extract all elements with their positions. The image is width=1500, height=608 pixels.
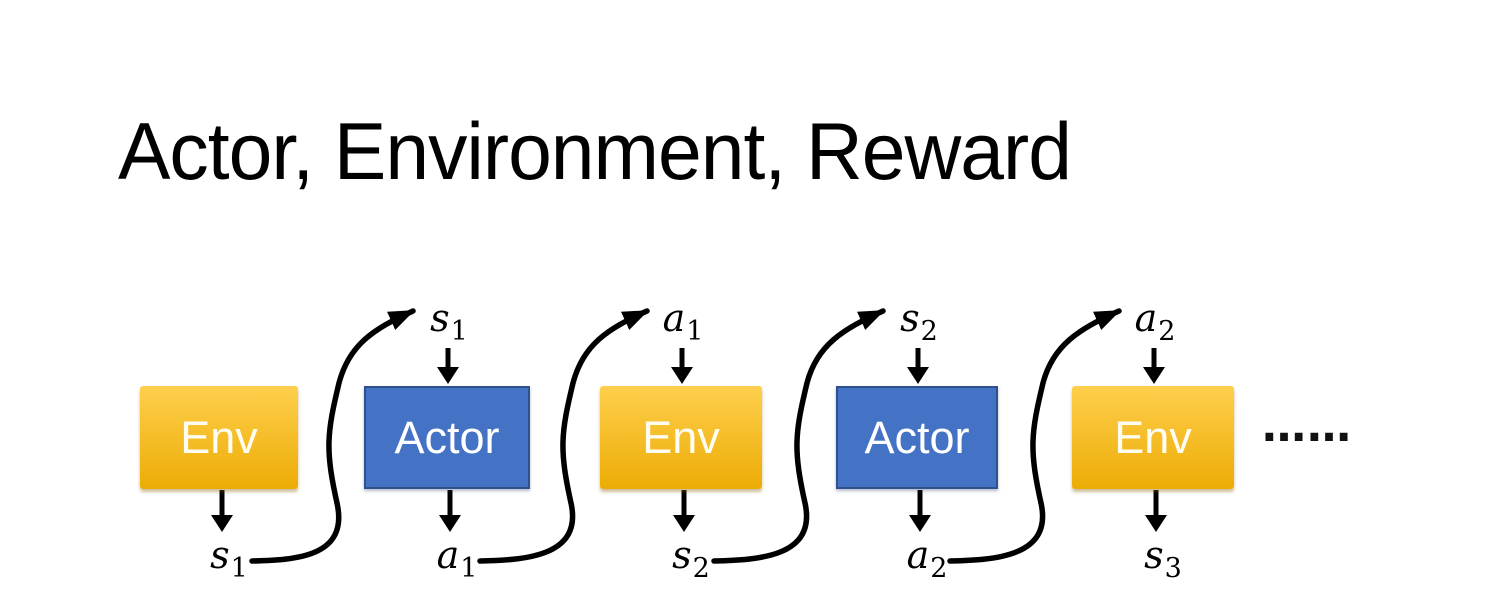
bottom-label-s3-sub: 3	[1164, 553, 1182, 584]
top-label-a2: a2	[1135, 299, 1176, 345]
top-label-s1: s1	[430, 299, 468, 345]
top-label-s2: s2	[900, 299, 938, 345]
bottom-label-a1: a1	[437, 536, 478, 582]
bottom-label-a1-sub: 1	[460, 553, 478, 584]
bottom-label-a2-sub: 2	[930, 553, 948, 584]
bottom-label-a2: a2	[907, 536, 948, 582]
top-down-arrow-3-head	[907, 367, 929, 384]
top-label-a1: a1	[663, 299, 704, 345]
bottom-label-s2-sub: 2	[692, 553, 710, 584]
bottom-down-arrow-2-head	[439, 515, 461, 532]
bottom-label-s2: s2	[672, 536, 710, 582]
top-label-a2-base: a	[1134, 296, 1158, 340]
bottom-label-a2-base: a	[906, 533, 930, 577]
env-box-2-label: Env	[642, 412, 720, 463]
bottom-label-s1-base: s	[210, 533, 230, 577]
env-box-1: Env	[140, 386, 298, 489]
top-label-s1-sub: 1	[450, 316, 468, 347]
top-down-arrow-2-head	[671, 367, 693, 384]
actor-box-2: Actor	[836, 386, 998, 489]
actor-box-1: Actor	[364, 386, 530, 489]
env-box-3-label: Env	[1114, 412, 1192, 463]
bottom-label-s1-sub: 1	[230, 553, 248, 584]
actor-box-1-label: Actor	[394, 412, 500, 463]
top-label-a2-sub: 2	[1158, 316, 1176, 347]
top-label-a1-base: a	[662, 296, 686, 340]
bottom-label-s3-base: s	[1144, 533, 1164, 577]
slide-title: Actor, Environment, Reward	[118, 107, 1072, 197]
continuation-ellipsis: ……	[1262, 401, 1352, 452]
bottom-down-arrow-3-head	[673, 515, 695, 532]
top-down-arrow-4-head	[1143, 367, 1165, 384]
bottom-label-s3: s3	[1144, 536, 1182, 582]
env-box-3: Env	[1072, 386, 1234, 489]
actor-box-2-label: Actor	[864, 412, 970, 463]
top-label-s2-base: s	[900, 296, 920, 340]
env-box-2: Env	[600, 386, 762, 489]
top-label-s2-sub: 2	[920, 316, 938, 347]
top-label-a1-sub: 1	[686, 316, 704, 347]
bottom-down-arrow-4-head	[909, 515, 931, 532]
bottom-label-a1-base: a	[436, 533, 460, 577]
top-label-s1-base: s	[430, 296, 450, 340]
bottom-down-arrow-1-head	[211, 515, 233, 532]
bottom-down-arrow-5-head	[1145, 515, 1167, 532]
top-down-arrow-1-head	[437, 367, 459, 384]
bottom-label-s2-base: s	[672, 533, 692, 577]
bottom-label-s1: s1	[210, 536, 248, 582]
env-box-1-label: Env	[180, 412, 258, 463]
